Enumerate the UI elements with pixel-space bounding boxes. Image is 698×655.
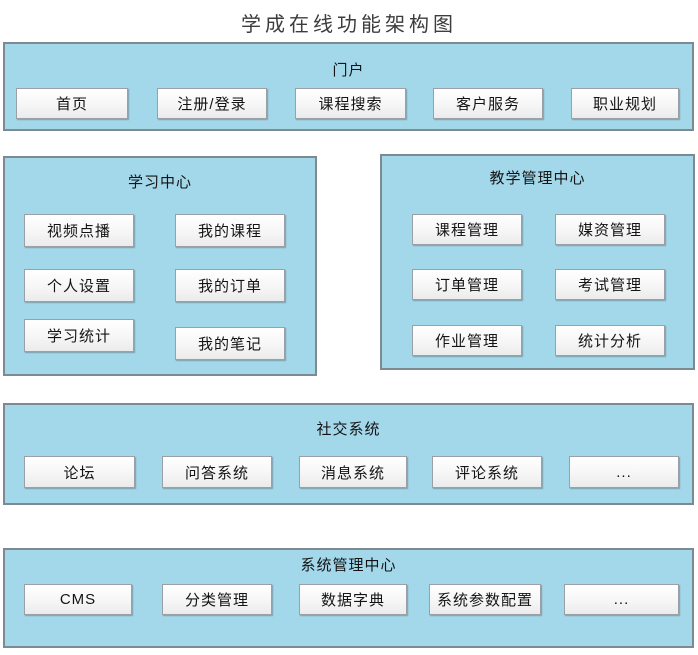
btn-more-system: ... xyxy=(564,584,679,615)
btn-home: 首页 xyxy=(16,88,128,119)
section-learning-center: 学习中心 视频点播 我的课程 个人设置 我的订单 学习统计 我的笔记 xyxy=(3,156,317,376)
btn-video-on-demand: 视频点播 xyxy=(24,214,134,247)
section-learning-label: 学习中心 xyxy=(127,174,192,191)
btn-career-planning: 职业规划 xyxy=(571,88,679,119)
btn-my-courses: 我的课程 xyxy=(175,214,285,247)
section-teaching-mgmt-center: 教学管理中心 课程管理 媒资管理 订单管理 考试管理 作业管理 统计分析 xyxy=(380,154,695,370)
btn-comment-system: 评论系统 xyxy=(432,456,542,488)
diagram-title: 学成在线功能架构图 xyxy=(241,14,457,36)
btn-cms: CMS xyxy=(24,584,132,615)
btn-register-login: 注册/登录 xyxy=(157,88,267,119)
btn-system-param-config: 系统参数配置 xyxy=(429,584,541,615)
btn-my-orders: 我的订单 xyxy=(175,269,285,302)
section-social-system: 社交系统 论坛 问答系统 消息系统 评论系统 ... xyxy=(3,403,694,505)
btn-forum: 论坛 xyxy=(24,456,135,488)
section-system-label: 系统管理中心 xyxy=(300,557,397,574)
btn-my-notes: 我的笔记 xyxy=(175,327,285,360)
btn-learning-statistics: 学习统计 xyxy=(24,319,134,352)
btn-data-dictionary: 数据字典 xyxy=(299,584,407,615)
btn-media-asset-mgmt: 媒资管理 xyxy=(555,214,665,245)
btn-exam-mgmt: 考试管理 xyxy=(555,269,665,300)
btn-more-social: ... xyxy=(569,456,679,488)
section-system-mgmt-center: 系统管理中心 CMS 分类管理 数据字典 系统参数配置 ... xyxy=(3,548,694,648)
section-portal: 门户 首页 注册/登录 课程搜索 客户服务 职业规划 xyxy=(3,42,694,131)
btn-order-mgmt: 订单管理 xyxy=(412,269,522,300)
btn-message-system: 消息系统 xyxy=(299,456,407,488)
section-social-label: 社交系统 xyxy=(316,421,381,438)
section-portal-label: 门户 xyxy=(332,62,365,79)
btn-customer-service: 客户服务 xyxy=(433,88,543,119)
btn-qa-system: 问答系统 xyxy=(162,456,272,488)
btn-homework-mgmt: 作业管理 xyxy=(412,325,522,356)
btn-course-mgmt: 课程管理 xyxy=(412,214,522,245)
btn-statistical-analysis: 统计分析 xyxy=(555,325,665,356)
section-teaching-label: 教学管理中心 xyxy=(489,170,586,187)
btn-personal-settings: 个人设置 xyxy=(24,269,134,302)
btn-category-mgmt: 分类管理 xyxy=(162,584,272,615)
btn-course-search: 课程搜索 xyxy=(295,88,406,119)
